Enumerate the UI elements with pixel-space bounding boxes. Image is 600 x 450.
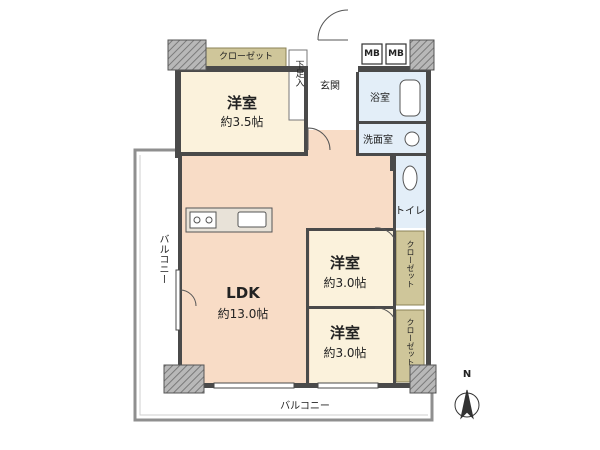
shoe-box-label: 下足入 [293, 60, 304, 87]
balcony-inner-line [139, 155, 428, 416]
closet-mid [395, 230, 425, 306]
stove-icon [189, 211, 217, 229]
western-room-3-size: 約3.0帖 [323, 346, 367, 360]
bath-label: 浴室 [370, 93, 390, 104]
basin-icon [404, 131, 420, 147]
balcony-bottom-label: バルコニー [280, 401, 330, 412]
mb-left-label: MB [364, 49, 380, 59]
mb-box-right [385, 43, 407, 65]
column-top-right [409, 39, 435, 71]
western-room-3-floor [310, 308, 395, 385]
column-bottom-right [409, 364, 437, 394]
western-room-2-size: 約3.0帖 [323, 276, 367, 290]
toilet-icon [402, 165, 418, 191]
western-room-2-name: 洋室 [329, 254, 361, 272]
ldk-size: 約13.0帖 [217, 307, 269, 321]
mb-right-label: MB [388, 49, 404, 59]
column-bottom-left [163, 364, 205, 394]
balcony-outline [133, 148, 434, 422]
balcony-left-label: バルコニー [157, 234, 168, 284]
compass-label: N [462, 369, 472, 380]
interior-walls [181, 72, 426, 385]
closet-top-label: クローゼット [218, 52, 274, 62]
doors [179, 9, 396, 321]
windows [175, 269, 379, 389]
western-room-1-name: 洋室 [226, 94, 258, 112]
western-room-2-floor [310, 230, 395, 308]
entrance-label: 玄関 [320, 81, 340, 92]
bathtub-icon [399, 79, 421, 117]
mb-box-left [361, 43, 383, 65]
western-room-1-size: 約3.5帖 [220, 115, 264, 129]
closet-bottom-label: クローゼット [406, 318, 415, 366]
western-room-3-name: 洋室 [329, 324, 361, 342]
kitchen-sink [237, 211, 267, 228]
entrance-floor [308, 72, 358, 122]
washroom-label: 洗面室 [363, 135, 393, 146]
western-room-1-floor [180, 72, 306, 155]
closet-mid-label: クローゼット [406, 240, 415, 288]
toilet-label: トイレ [395, 206, 425, 217]
north-arrow-icon [454, 389, 480, 420]
ldk-name: LDK [226, 284, 260, 302]
column-top-left [167, 39, 207, 71]
